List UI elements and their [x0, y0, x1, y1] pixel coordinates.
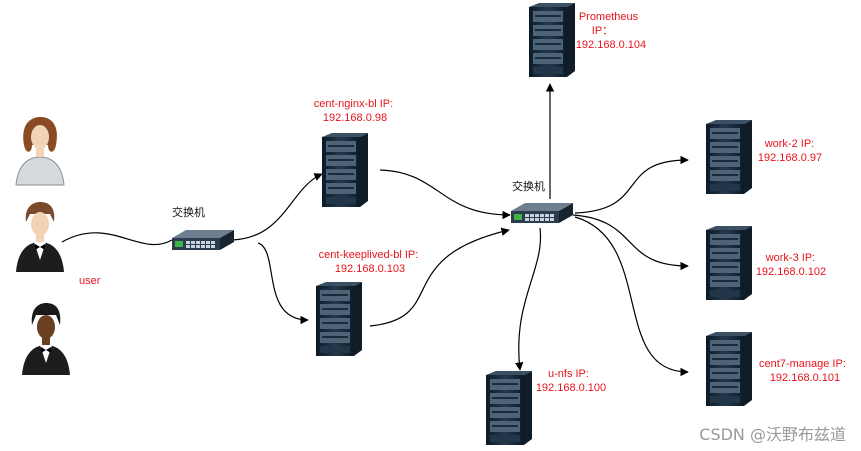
server-prometheus-label-0: Prometheus — [579, 11, 639, 23]
server-icon — [705, 225, 753, 301]
server-prometheus: Prometheus IP： 192.168.0.104 — [528, 2, 646, 78]
server-cent-keeplived-bl: cent-keeplived-bl IP: 192.168.0.103 — [315, 249, 422, 357]
edge-switch1-keeplived — [257, 242, 309, 325]
server-nginx-label-0: cent-nginx-bl IP: — [314, 98, 393, 110]
switch-center-label: 交换机 — [512, 179, 545, 193]
user-waiter-icon — [16, 202, 64, 272]
server-prometheus-label-1: IP： — [592, 25, 613, 37]
server-work2-label-1: 192.168.0.97 — [758, 152, 822, 164]
server-cent7-label-1: 192.168.0.101 — [770, 372, 840, 384]
server-work3-label-0: work-3 IP: — [765, 252, 816, 264]
edge-switch2-unfs — [514, 227, 542, 371]
server-icon — [705, 331, 753, 407]
server-unfs-label-0: u-nfs IP: — [548, 368, 589, 380]
users: user — [15, 117, 101, 375]
svg-text:Prometheus IP： 192: Prometheus IP： 192.168.0.104 — [576, 11, 646, 51]
svg-text:cent7-manage IP: 192.168: cent7-manage IP: 192.168.0.101 — [759, 358, 849, 384]
user-female-icon — [15, 117, 65, 186]
server-icon — [315, 281, 363, 357]
server-icon — [485, 370, 533, 446]
switch-center-icon — [511, 203, 573, 223]
svg-text:work-2 IP: 192.168.0.97: work-2 IP: 192.168.0.97 — [758, 138, 822, 164]
server-cent7-label-0: cent7-manage IP: — [759, 358, 846, 370]
server-prometheus-label-2: 192.168.0.104 — [576, 39, 646, 51]
server-icon — [705, 119, 753, 195]
server-work2-label-0: work-2 IP: — [764, 138, 815, 150]
connections — [61, 83, 689, 377]
user-label: user — [79, 275, 101, 287]
server-work-3: work-3 IP: 192.168.0.102 — [705, 225, 826, 301]
edge-nginx-switch2 — [379, 169, 511, 220]
edge-switch2-work3 — [572, 214, 689, 271]
server-u-nfs: u-nfs IP: 192.168.0.100 — [485, 368, 606, 446]
edge-switch1-nginx — [231, 173, 323, 241]
svg-text:u-nfs IP: 192.168.0.100: u-nfs IP: 192.168.0.100 — [536, 368, 606, 394]
server-keeplived-label-1: 192.168.0.103 — [335, 263, 405, 275]
server-nginx-label-1: 192.168.0.98 — [323, 112, 387, 124]
server-icon — [528, 2, 576, 78]
svg-text:work-3 IP: 192.168.0.102: work-3 IP: 192.168.0.102 — [756, 252, 826, 278]
switch-left-icon — [172, 230, 234, 250]
edge-user-switch1 — [61, 232, 173, 246]
server-cent-nginx-bl: cent-nginx-bl IP: 192.168.0.98 — [314, 98, 397, 208]
user-waiter-dark-icon — [22, 303, 70, 375]
server-work-2: work-2 IP: 192.168.0.97 — [705, 119, 822, 195]
server-keeplived-label-0: cent-keeplived-bl IP: — [319, 249, 419, 261]
edge-switch2-cent7 — [574, 216, 689, 377]
switch-left-label: 交换机 — [172, 205, 205, 219]
watermark: CSDN @沃野布兹道 — [699, 425, 846, 444]
svg-text:cent-keeplived-bl IP: 19: cent-keeplived-bl IP: 192.168.0.103 — [319, 249, 422, 275]
edge-keeplived-switch2 — [369, 227, 510, 327]
server-cent7-manage: cent7-manage IP: 192.168.0.101 — [705, 331, 849, 407]
server-unfs-label-1: 192.168.0.100 — [536, 382, 606, 394]
svg-text:cent-nginx-bl IP: 192.16: cent-nginx-bl IP: 192.168.0.98 — [314, 98, 397, 124]
server-work3-label-1: 192.168.0.102 — [756, 266, 826, 278]
edge-switch2-work2 — [574, 155, 689, 214]
server-icon — [321, 132, 369, 208]
